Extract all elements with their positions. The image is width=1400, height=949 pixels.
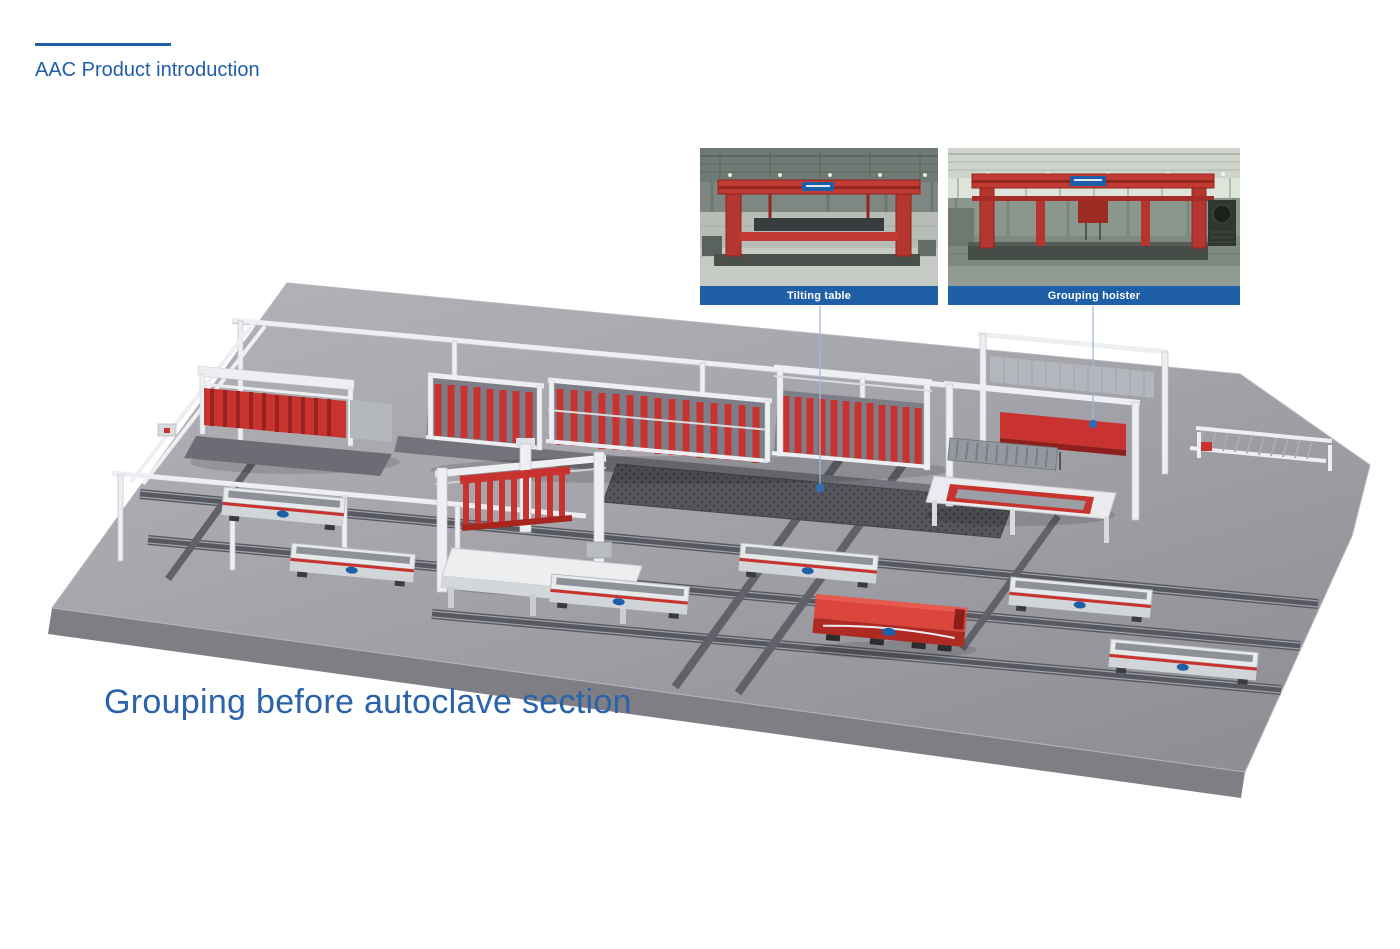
tilting-table-machine bbox=[184, 365, 392, 476]
header-title: AAC Product introduction bbox=[35, 59, 260, 81]
cutting-conveyor-3 bbox=[771, 364, 933, 471]
mold-tray bbox=[221, 486, 347, 531]
grouping-hoister-callout: Grouping hoister bbox=[948, 148, 1240, 305]
tilting-table-callout: Tilting table bbox=[700, 148, 938, 305]
grouping-hoister-photo bbox=[948, 148, 1240, 286]
leader-dot-tilting-table bbox=[815, 483, 825, 493]
mold-tray bbox=[738, 542, 879, 588]
leader-dot-grouping-hoister bbox=[1088, 419, 1098, 429]
transfer-flat-car bbox=[812, 594, 968, 652]
grating-walkway bbox=[602, 463, 1015, 539]
slide-title: Grouping before autoclave section bbox=[104, 683, 632, 721]
cutting-conveyor-2 bbox=[545, 377, 773, 463]
tilting-table-caption: Tilting table bbox=[700, 286, 938, 305]
grouping-hoister-caption: Grouping hoister bbox=[948, 286, 1240, 305]
mold-tray bbox=[1008, 576, 1153, 623]
cutting-conveyor-1 bbox=[425, 372, 545, 451]
mold-tray bbox=[1108, 638, 1259, 685]
exit-conveyor bbox=[1189, 426, 1333, 471]
mold-tray bbox=[289, 542, 417, 587]
callout-leaders bbox=[815, 306, 1098, 493]
grouping-hoister-gantry bbox=[925, 331, 1169, 543]
header-accent-line bbox=[35, 43, 171, 46]
mold-tray bbox=[549, 573, 690, 619]
mold-trays bbox=[221, 486, 1259, 685]
tilting-table-photo bbox=[700, 148, 938, 286]
